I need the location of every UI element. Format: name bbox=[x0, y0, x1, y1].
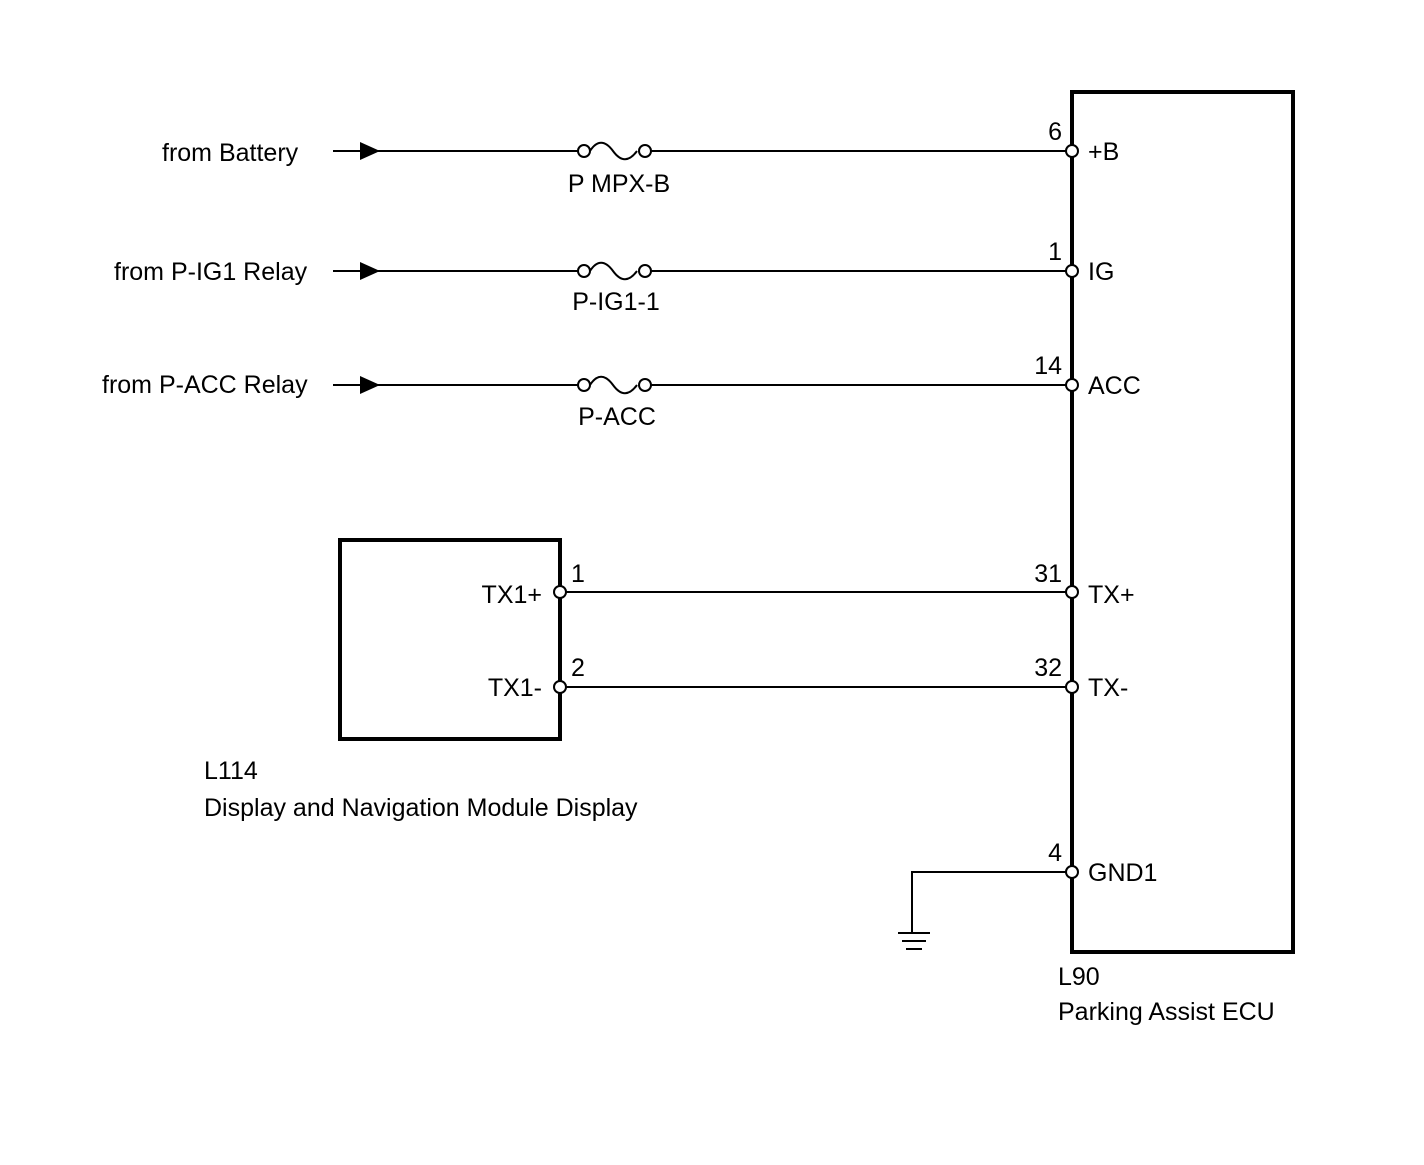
ecu-pin-label-acc: ACC bbox=[1088, 372, 1141, 400]
fuse-symbol bbox=[577, 375, 652, 395]
ecu-box bbox=[1070, 90, 1295, 954]
ecu-pin-label-b-plus: +B bbox=[1088, 138, 1119, 166]
ground-icon bbox=[898, 932, 930, 950]
ecu-pin-number-6: 6 bbox=[1048, 118, 1062, 146]
fuse-label-p-ig1-1: P-IG1-1 bbox=[572, 288, 660, 316]
display-pin-label-tx1-plus: TX1+ bbox=[482, 581, 542, 609]
ecu-terminal-6 bbox=[1065, 144, 1079, 158]
arrow-right-icon bbox=[360, 142, 380, 160]
ecu-component-code: L90 bbox=[1058, 963, 1100, 991]
fuse-symbol bbox=[577, 141, 652, 161]
fuse-label-p-mpx-b: P MPX-B bbox=[568, 170, 670, 198]
display-pin-label-tx1-minus: TX1- bbox=[488, 674, 542, 702]
fuse-symbol bbox=[577, 261, 652, 281]
fuse-label-p-acc: P-ACC bbox=[578, 403, 656, 431]
ecu-terminal-1 bbox=[1065, 264, 1079, 278]
ecu-pin-number-32: 32 bbox=[1034, 654, 1062, 682]
ecu-terminal-14 bbox=[1065, 378, 1079, 392]
ecu-terminal-31 bbox=[1065, 585, 1079, 599]
ecu-pin-number-4: 4 bbox=[1048, 839, 1062, 867]
arrow-right-icon bbox=[360, 376, 380, 394]
source-ig1-relay-label: from P-IG1 Relay bbox=[114, 258, 308, 286]
ecu-pin-label-gnd1: GND1 bbox=[1088, 859, 1157, 887]
ecu-pin-label-tx-plus: TX+ bbox=[1088, 581, 1135, 609]
ecu-terminal-4 bbox=[1065, 865, 1079, 879]
acc-circuit: from P-ACC Relay P-ACC bbox=[102, 371, 1066, 431]
ecu-pin-label-tx-minus: TX- bbox=[1088, 674, 1128, 702]
display-component-code: L114 bbox=[204, 757, 258, 785]
display-pin-number-2: 2 bbox=[571, 654, 585, 682]
ig1-circuit: from P-IG1 Relay P-IG1-1 bbox=[114, 258, 1066, 316]
source-acc-relay-label: from P-ACC Relay bbox=[102, 371, 308, 399]
ecu-terminal-32 bbox=[1065, 680, 1079, 694]
display-pin-number-1: 1 bbox=[571, 560, 585, 588]
ecu-pin-number-14: 14 bbox=[1034, 352, 1062, 380]
ecu-pin-label-ig: IG bbox=[1088, 258, 1114, 286]
source-battery-label: from Battery bbox=[162, 139, 299, 167]
arrow-right-icon bbox=[360, 262, 380, 280]
ecu-pin-number-31: 31 bbox=[1034, 560, 1062, 588]
display-terminal-2 bbox=[553, 680, 567, 694]
ground-wire bbox=[911, 871, 1066, 933]
battery-circuit: from Battery P MPX-B bbox=[162, 139, 1066, 198]
display-component-name: Display and Navigation Module Display bbox=[204, 794, 638, 822]
ecu-pin-number-1: 1 bbox=[1048, 238, 1062, 266]
ecu-component-name: Parking Assist ECU bbox=[1058, 998, 1275, 1026]
display-module-box bbox=[338, 538, 562, 741]
display-terminal-1 bbox=[553, 585, 567, 599]
